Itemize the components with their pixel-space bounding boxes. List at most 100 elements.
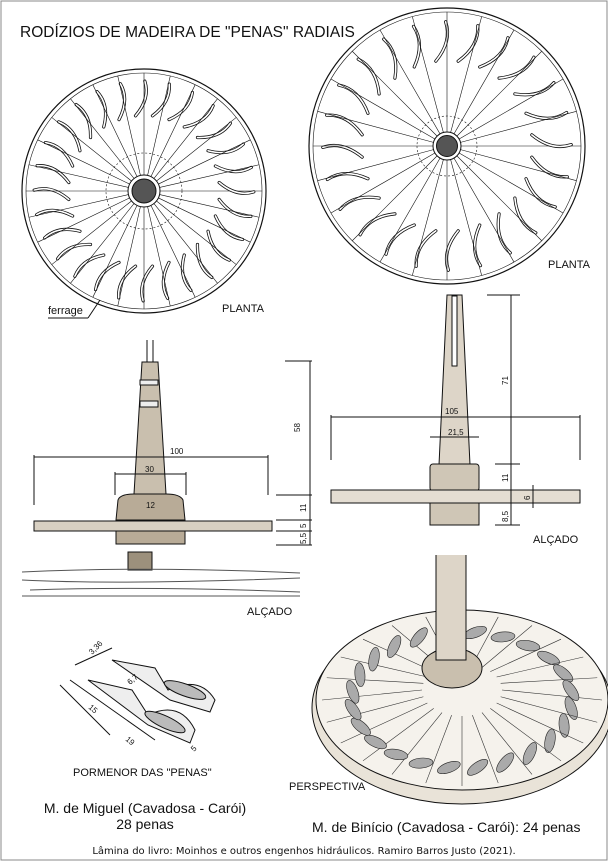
spoke [496, 656, 584, 678]
spoke [70, 203, 135, 284]
page-title: RODÍZIOS DE MADEIRA DE "PENAS" RADIAIS [20, 24, 355, 41]
spoke [159, 194, 260, 218]
spoke [453, 157, 515, 263]
spoke [51, 117, 132, 182]
left-elevation [21, 340, 312, 597]
spoke [425, 715, 452, 784]
paddle [354, 662, 366, 687]
spoke [51, 200, 132, 265]
spoke [317, 149, 434, 181]
dim-5-detail: 5 [189, 744, 199, 754]
paddle [43, 140, 75, 168]
dim-71: 71 [501, 376, 510, 385]
dim-19: 19 [124, 735, 137, 748]
spoke [340, 656, 428, 678]
paddle [384, 223, 416, 256]
spoke [490, 638, 562, 672]
paddle [524, 177, 557, 209]
spoke [379, 157, 441, 263]
spoke [70, 98, 135, 179]
credit-line: Lâmina do livro: Moinhos e outros engenh… [92, 846, 516, 857]
spoke [117, 206, 141, 307]
spoke [150, 205, 196, 298]
paddle [368, 647, 380, 672]
paddle [497, 55, 536, 80]
dim-105: 105 [445, 407, 459, 416]
ferrage-label: ferrage [48, 305, 83, 317]
paddle [408, 757, 434, 769]
spoke [28, 164, 129, 188]
spoke [481, 625, 533, 668]
spoke [450, 16, 482, 133]
spoke [330, 78, 436, 140]
dim-11-right: 11 [501, 473, 510, 482]
spoke [500, 696, 598, 723]
spoke [490, 708, 562, 762]
left-caption-line1: M. de Miguel (Cavadosa - Carói) [43, 800, 247, 816]
spoke [391, 712, 443, 775]
spoke [147, 206, 171, 307]
paddle [93, 260, 121, 292]
paddle [490, 631, 516, 643]
right-caption: M. de Binício (Cavadosa - Carói): 24 pen… [312, 819, 581, 835]
paddle [467, 759, 489, 776]
spoke [362, 708, 434, 762]
paddle [350, 717, 371, 736]
spoke [317, 111, 434, 143]
spoke [150, 84, 196, 177]
paddle [522, 742, 538, 765]
dim-12: 12 [146, 501, 155, 510]
paddle [73, 253, 106, 278]
wheel-rim [308, 7, 586, 285]
spoke [330, 152, 436, 214]
left-wheel-plan [21, 68, 267, 314]
paddle [513, 196, 538, 235]
spoke [326, 677, 424, 684]
spoke [326, 696, 424, 723]
spoke [92, 205, 138, 298]
paddle [213, 214, 245, 242]
spoke [92, 84, 138, 177]
spoke [460, 111, 577, 143]
spoke [458, 152, 564, 214]
paddle [537, 650, 560, 666]
spoke [481, 712, 533, 775]
spoke [496, 702, 584, 744]
axle [436, 135, 458, 157]
wheel-rim [21, 68, 267, 314]
paddle [562, 679, 580, 701]
spoke [153, 203, 218, 284]
dim-30: 30 [145, 465, 154, 474]
spoke [159, 164, 260, 188]
spoke [456, 51, 542, 137]
left-plan-label: PLANTA [222, 303, 264, 315]
dim-8-5: 8,5 [501, 510, 510, 522]
spoke [472, 715, 499, 784]
spoke [501, 689, 603, 701]
spoke [412, 16, 444, 133]
paddle [57, 120, 82, 153]
spoke [37, 197, 130, 243]
spoke [458, 78, 564, 140]
paddle [478, 36, 510, 69]
right-elevation-label: ALÇADO [533, 534, 579, 546]
spoke [147, 75, 171, 176]
paddle [344, 699, 362, 721]
spoke [340, 702, 428, 744]
spoke [153, 98, 218, 179]
spoke [117, 75, 141, 176]
paddle [182, 104, 215, 129]
spoke [37, 139, 130, 185]
left-caption-line2: 28 penas [116, 816, 174, 832]
paddle [437, 760, 461, 775]
dim-5-5: 5,5 [299, 532, 308, 544]
paddle [386, 635, 402, 658]
spoke [456, 155, 542, 241]
spoke [156, 117, 237, 182]
right-plan-label: PLANTA [548, 259, 590, 271]
paddle [553, 664, 574, 683]
paddle-detail [59, 647, 216, 744]
paddle [356, 57, 381, 96]
dim-6: 6 [523, 495, 532, 500]
spoke [158, 139, 251, 185]
